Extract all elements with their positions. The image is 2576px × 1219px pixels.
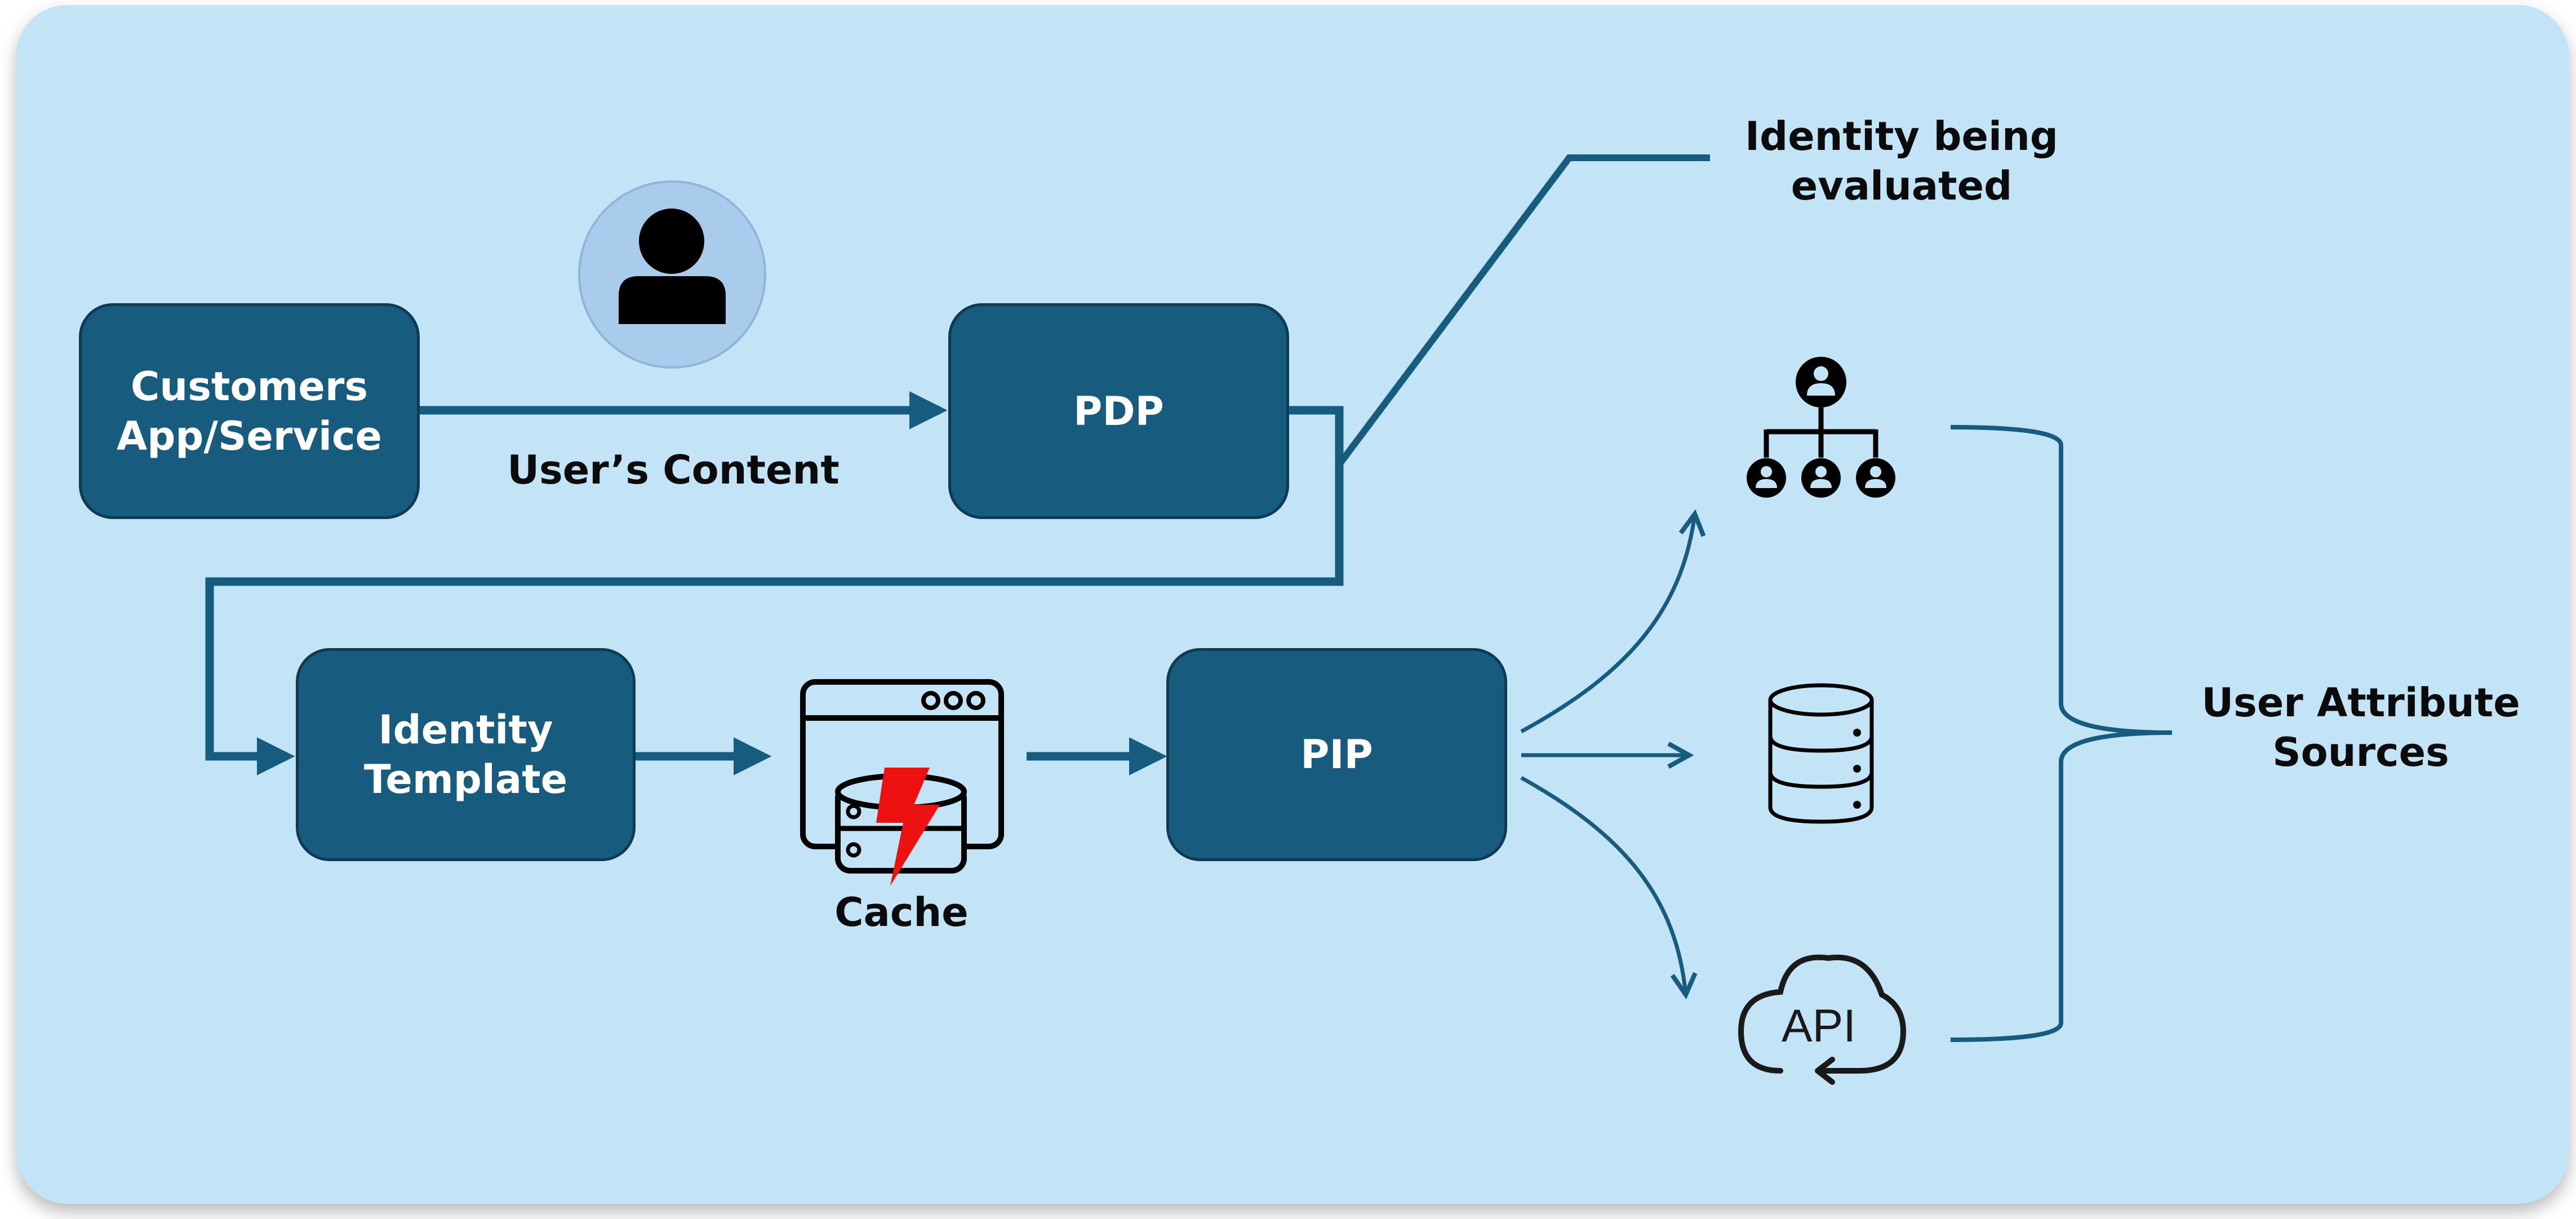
- sources-brace: [1950, 425, 2173, 1042]
- label-user-attribute-sources: User Attribute Sources: [2201, 680, 2520, 775]
- node-pdp: PDP: [948, 303, 1289, 519]
- callout-identity-being-evaluated: [1338, 154, 1710, 464]
- org-chart-icon: [1747, 357, 1895, 498]
- diagram-background: [16, 5, 2569, 1204]
- node-customers-app-service: Customers App/Service: [79, 303, 420, 519]
- label-identity-being-evaluated: Identity being evaluated: [1745, 113, 2058, 209]
- label-users-content: User’s Content: [507, 447, 840, 493]
- api-cloud-icon: API: [1738, 954, 1907, 1085]
- node-identity-template: Identity Template: [296, 648, 636, 861]
- arrow-pip-to-api: [1520, 775, 1686, 995]
- node-pip: PIP: [1166, 648, 1507, 861]
- cache-server-icon: [800, 679, 1004, 886]
- api-label: API: [1782, 1000, 1856, 1052]
- arrow-pdp-to-identity-template: [205, 406, 1344, 775]
- database-icon: [1768, 683, 1874, 824]
- user-avatar-icon: [578, 180, 766, 369]
- label-cache: Cache: [834, 889, 969, 936]
- arrow-pip-to-org-chart: [1520, 514, 1695, 734]
